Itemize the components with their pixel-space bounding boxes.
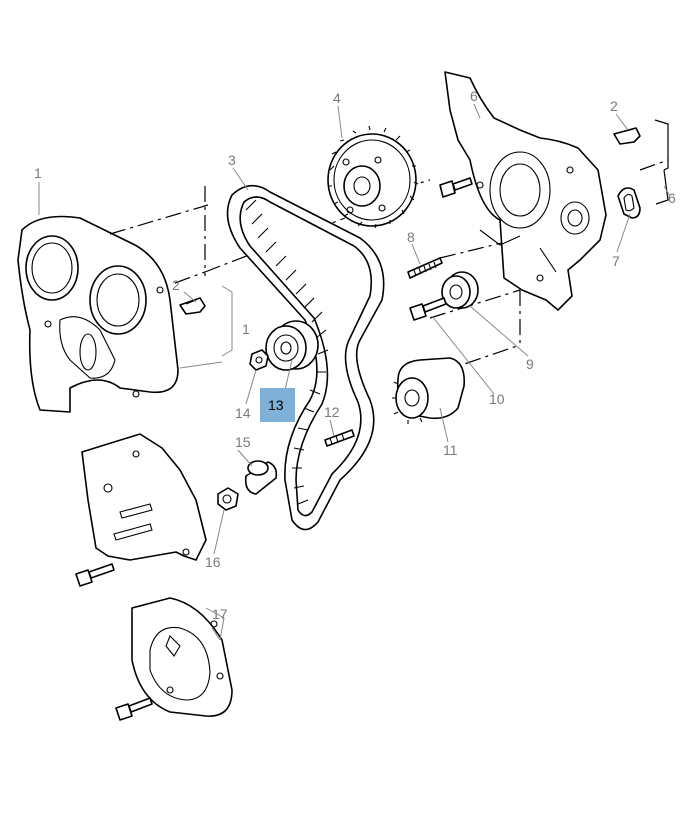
nut [249, 349, 269, 371]
callout-10[interactable]: 10 [489, 391, 505, 407]
callout-15[interactable]: 15 [235, 434, 251, 450]
assembly-line-b [174, 271, 206, 284]
callout-12[interactable]: 12 [324, 404, 340, 420]
callout-13[interactable]: 13 [268, 397, 284, 413]
bolt-lower-cover [75, 563, 115, 587]
assembly-line-a [109, 204, 209, 235]
flange-nut [217, 487, 239, 511]
callout-16[interactable]: 16 [205, 554, 221, 570]
assembly-line-j [639, 159, 669, 171]
clip-right [613, 127, 641, 145]
callout-2b[interactable]: 2 [610, 98, 618, 114]
callout-2a[interactable]: 2 [172, 277, 180, 293]
callout-7[interactable]: 7 [612, 253, 620, 269]
seal-ring [617, 187, 641, 219]
tensioner-spring [407, 257, 443, 279]
camshaft-sprocket [327, 125, 419, 229]
leader-6a [473, 103, 481, 119]
leader-8 [411, 243, 421, 265]
callout-3[interactable]: 3 [228, 152, 236, 168]
leader-2b [615, 113, 629, 131]
leader-16 [213, 509, 225, 555]
rear-timing-cover [444, 71, 607, 311]
callout-17[interactable]: 17 [212, 606, 228, 622]
assembly-line-f [429, 289, 521, 319]
clip-left [179, 297, 206, 315]
leader-6b [663, 185, 671, 197]
leader-14 [245, 369, 257, 405]
highlight-box-13 [260, 388, 295, 422]
bolt-crank-cover [115, 697, 153, 721]
upper-timing-cover [17, 215, 179, 413]
lower-timing-cover [81, 433, 207, 561]
sleeve [244, 460, 278, 495]
leader-2a [183, 291, 197, 303]
callout-11[interactable]: 11 [443, 442, 458, 458]
callout-6b[interactable]: 6 [668, 190, 676, 206]
leader-11 [439, 407, 449, 443]
leader-4 [337, 105, 343, 139]
water-pump [392, 357, 466, 424]
leader-1b [179, 285, 233, 369]
callout-6a[interactable]: 6 [470, 88, 478, 104]
leader-9 [469, 305, 529, 357]
leader-7 [616, 213, 631, 253]
leader-17 [205, 607, 225, 641]
leader-10 [431, 315, 495, 395]
idler-bolt [409, 297, 447, 321]
callout-9[interactable]: 9 [526, 356, 534, 372]
bracket-right [654, 119, 669, 205]
stud [324, 429, 355, 447]
callout-1b[interactable]: 1 [242, 321, 250, 337]
crankshaft-cover [131, 597, 233, 717]
idler-pulley [441, 271, 479, 309]
callout-1a[interactable]: 1 [34, 165, 42, 181]
leader-3 [232, 167, 249, 191]
callout-14[interactable]: 14 [235, 405, 251, 421]
leader-15 [237, 449, 253, 467]
callout-8[interactable]: 8 [407, 229, 415, 245]
bolt-rear-cover [439, 177, 473, 198]
callout-4[interactable]: 4 [333, 90, 341, 106]
leader-12 [329, 419, 335, 437]
tensioner-pulley [265, 320, 319, 371]
